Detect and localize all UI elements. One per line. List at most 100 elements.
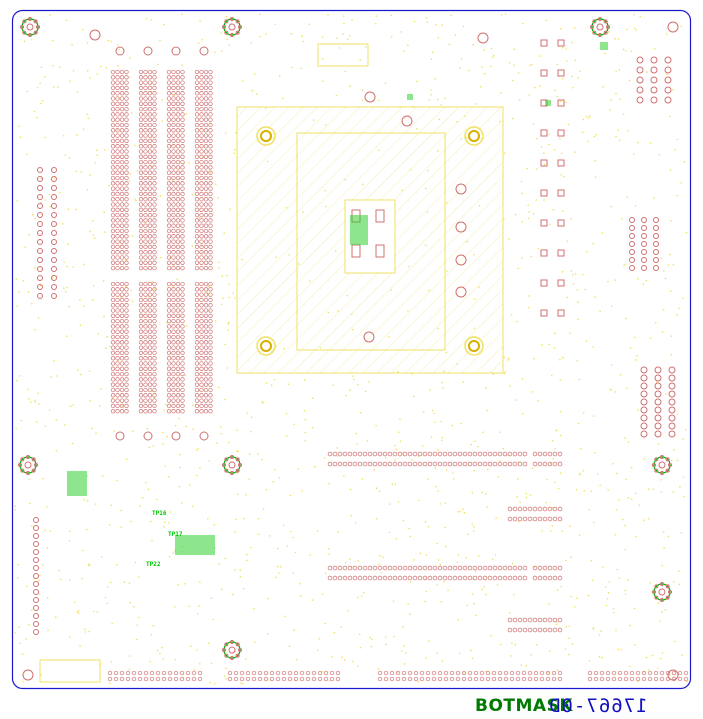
dimm-pin <box>152 398 157 403</box>
mount-hole-via <box>224 653 229 658</box>
via <box>151 539 153 542</box>
via <box>594 159 597 162</box>
dimm-pin <box>138 80 144 85</box>
via <box>286 545 289 547</box>
dimm-pin <box>203 223 209 228</box>
mount-hole-via <box>224 642 229 647</box>
dimm-pin <box>175 260 181 265</box>
dimm-pin <box>171 186 176 191</box>
dimm-pin <box>194 387 200 393</box>
board-outline <box>11 9 692 690</box>
dimm-pin <box>166 106 172 112</box>
pad <box>540 189 548 197</box>
via <box>508 611 511 614</box>
io-pin <box>629 249 635 255</box>
pcie-pin <box>547 627 553 633</box>
dimm-pin <box>175 223 181 228</box>
dimm-pin <box>171 85 176 91</box>
dimm-pin <box>203 403 209 409</box>
dimm-pin <box>143 101 148 106</box>
via <box>614 391 616 393</box>
dimm-pin <box>180 244 185 250</box>
pcie-pin <box>357 575 363 581</box>
dimm-pin <box>124 313 129 318</box>
dimm-pin <box>171 218 176 223</box>
via <box>424 600 426 603</box>
dimm-pin <box>180 112 185 117</box>
pcie-pin <box>397 461 403 467</box>
dimm-pin <box>138 292 144 297</box>
dimm-pin <box>171 250 176 255</box>
dimm-pin <box>203 366 209 371</box>
dimm-pin <box>115 371 120 377</box>
dimm-pin <box>115 350 120 356</box>
via <box>624 593 627 596</box>
pcie-pin <box>547 506 553 512</box>
via <box>178 485 181 488</box>
dimm-pin <box>124 197 129 202</box>
via <box>278 572 280 574</box>
dimm-pin <box>115 308 120 313</box>
dimm-pin <box>147 80 153 85</box>
dimm-pin <box>203 170 209 175</box>
dimm-pin <box>143 170 148 175</box>
dimm-pin <box>119 170 125 175</box>
pcie-pin <box>512 575 518 581</box>
dimm-pin <box>208 170 213 175</box>
pcie-pin <box>417 461 423 467</box>
via <box>636 355 638 357</box>
dimm-pin <box>203 154 209 159</box>
dimm-pin <box>194 366 200 371</box>
via <box>348 35 351 37</box>
via <box>106 586 109 589</box>
dimm-pin <box>175 122 181 128</box>
dimm-pin <box>208 377 213 382</box>
via <box>618 499 620 501</box>
via <box>556 621 558 623</box>
via <box>570 218 572 220</box>
edge-pin <box>251 676 257 682</box>
edge-pin <box>473 676 479 682</box>
io-pin <box>640 422 648 430</box>
via <box>174 424 177 427</box>
mount-hole-via <box>592 30 597 35</box>
dimm-pin <box>115 85 120 91</box>
via <box>272 480 274 483</box>
via <box>668 115 671 118</box>
via <box>18 125 20 128</box>
via <box>131 235 134 237</box>
via <box>172 551 175 554</box>
via <box>618 577 621 579</box>
via <box>659 657 662 660</box>
pcie-pin <box>407 451 413 457</box>
edge-pin <box>593 670 599 676</box>
via <box>106 602 109 605</box>
dimm-pin <box>110 133 116 138</box>
pcie-pin <box>542 506 548 512</box>
via <box>102 280 105 282</box>
pcie-pin <box>347 451 353 457</box>
edge-pin <box>557 670 563 676</box>
dimm-pin <box>175 228 181 234</box>
edge-pin <box>377 676 383 682</box>
pcie-pin <box>372 451 378 457</box>
dimm-pin <box>199 318 204 324</box>
via <box>333 631 336 634</box>
via <box>352 375 354 377</box>
via <box>530 255 533 258</box>
via <box>590 559 593 562</box>
refdes-tp22: TP22 <box>146 561 161 568</box>
via <box>530 654 533 656</box>
mount-hole-via <box>603 19 608 24</box>
via <box>311 599 314 601</box>
dimm-pin <box>152 393 157 398</box>
dimm-pin <box>208 80 213 85</box>
pcie-pin <box>517 617 523 623</box>
dimm-pin <box>166 265 172 271</box>
header-pin <box>51 221 57 227</box>
header-pin <box>33 621 39 627</box>
via <box>63 287 65 290</box>
via <box>529 64 531 67</box>
pcie-pin <box>362 575 368 581</box>
pcie-pin <box>422 451 428 457</box>
